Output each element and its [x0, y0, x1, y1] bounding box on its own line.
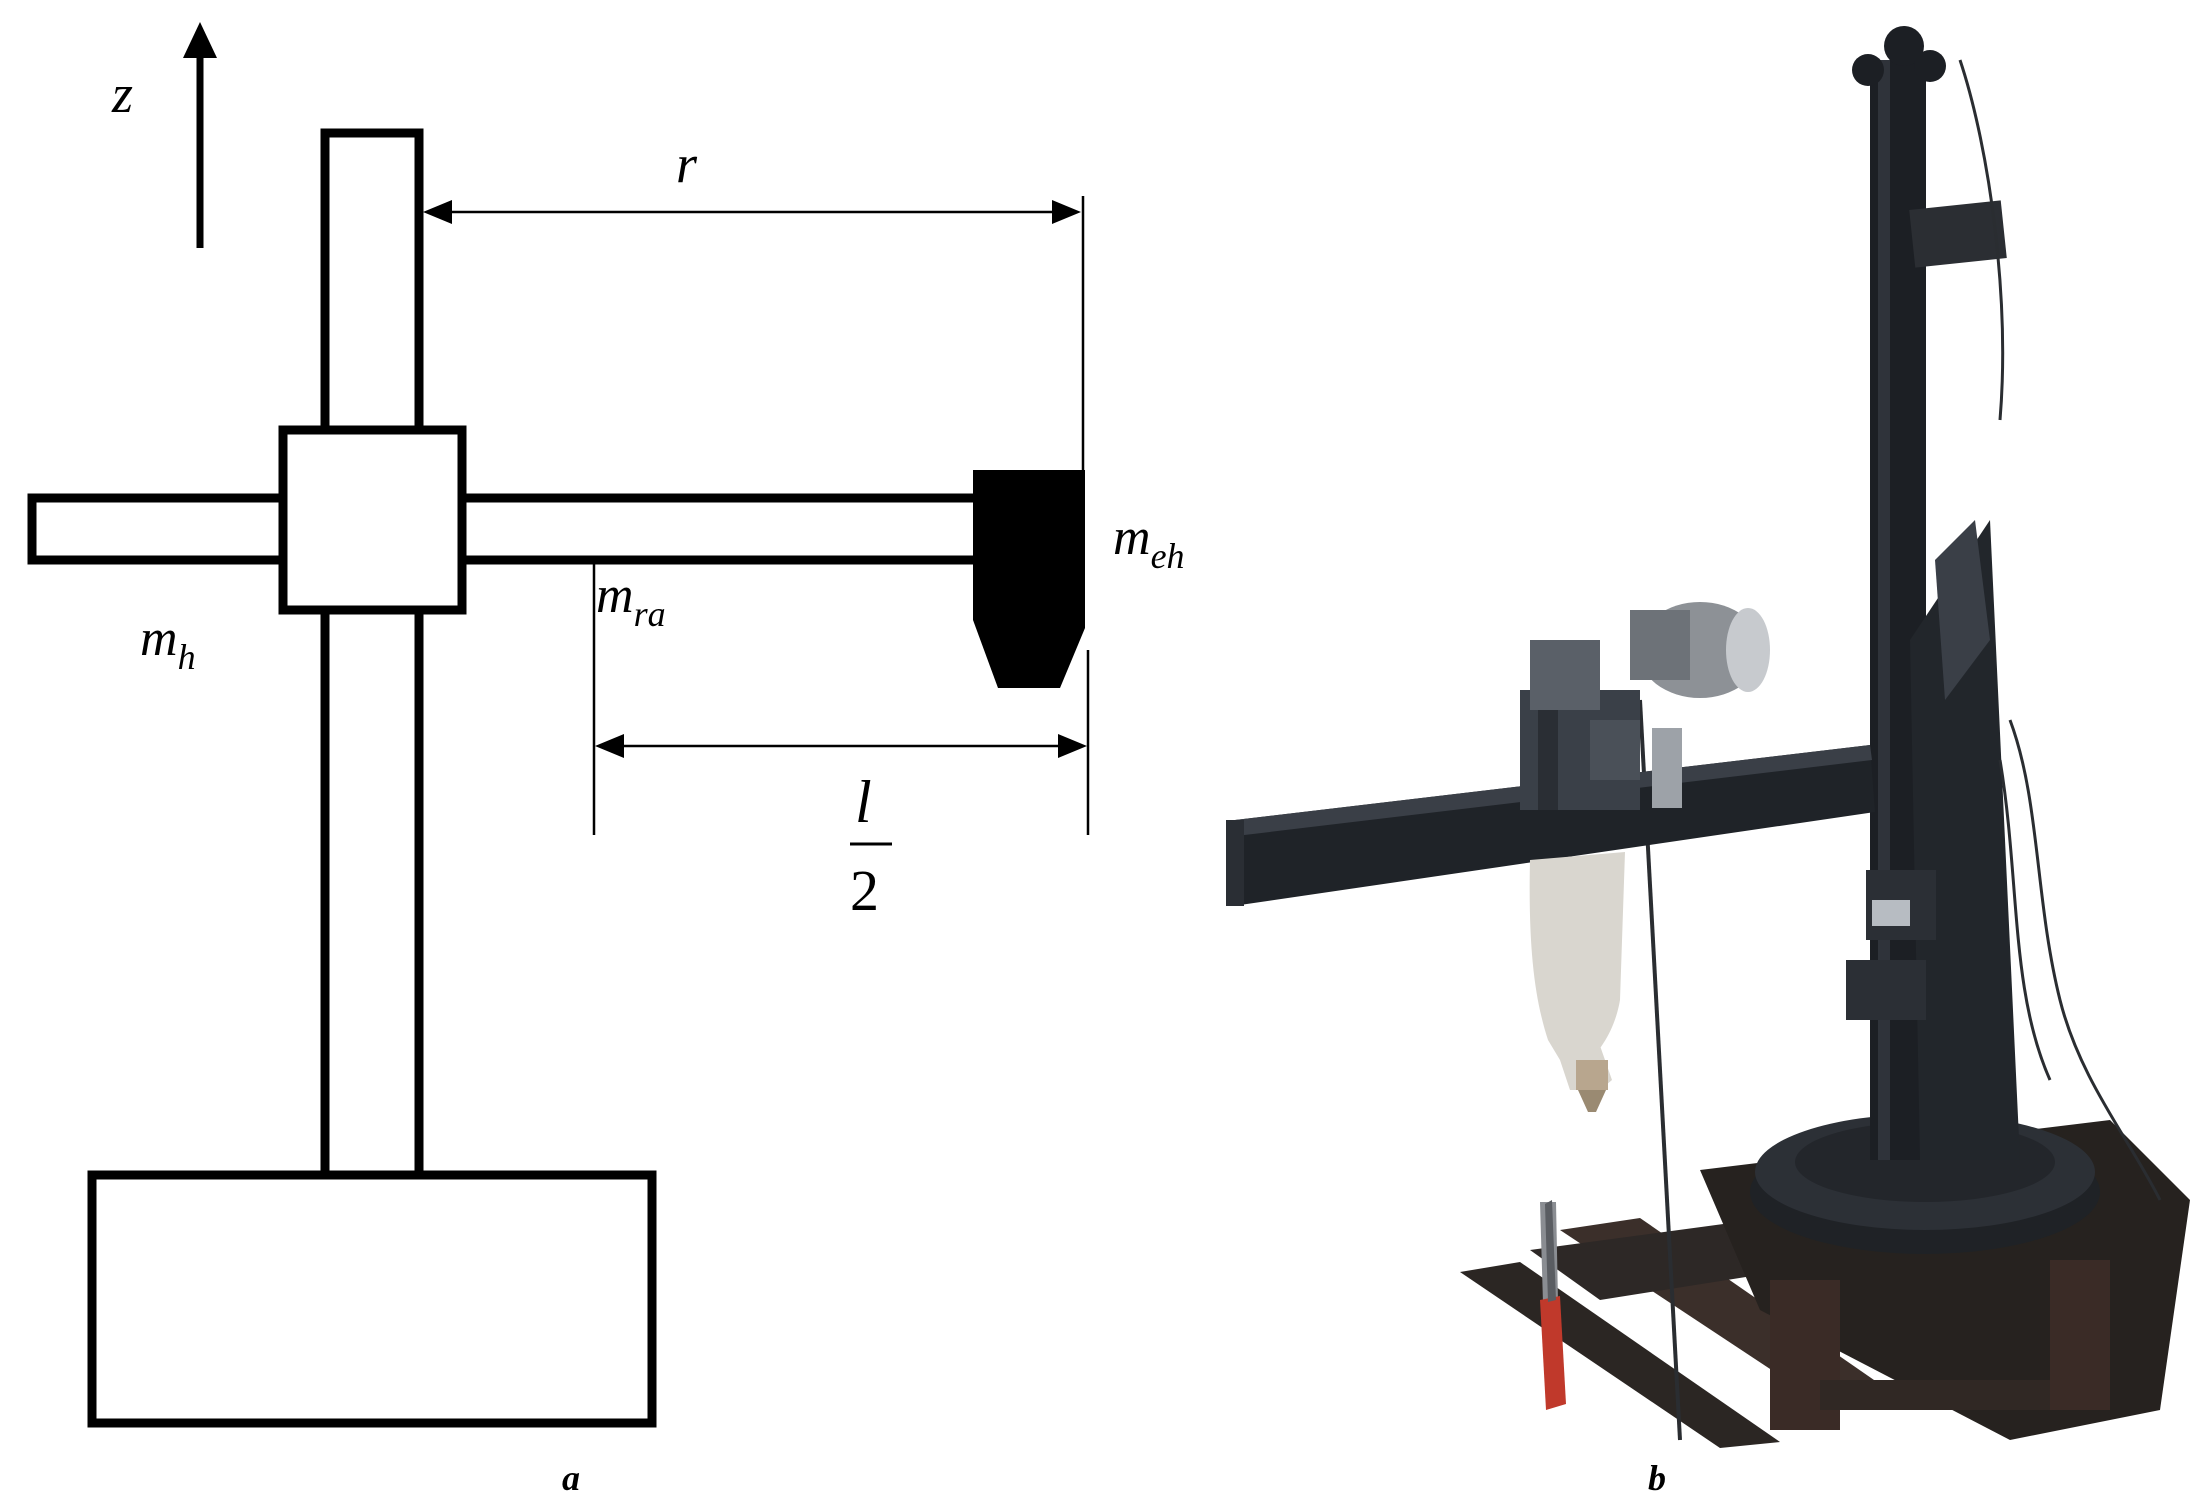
red-clamp [1540, 1200, 1566, 1410]
base-block [87, 1170, 657, 1428]
vertical-column [320, 128, 424, 1183]
r-label: r [676, 134, 698, 194]
end-effector [973, 470, 1085, 688]
m-eh-base: m [1113, 509, 1151, 566]
carriage-hub [278, 425, 467, 615]
top-pulleys [1852, 26, 1946, 86]
motor-assembly [1520, 602, 1770, 810]
z-axis-arrow [183, 22, 217, 248]
m-ra-label: mra [596, 567, 666, 634]
caption-b: b [1648, 1458, 1666, 1498]
m-eh-sub: eh [1151, 536, 1185, 576]
m-eh-label: meh [1113, 509, 1185, 576]
caption-a: a [562, 1458, 580, 1498]
l-half-fraction: l 2 [850, 769, 892, 923]
m-ra-sub: ra [634, 594, 666, 634]
m-h-sub: h [178, 637, 196, 677]
schematic-panel-a: z r mh mra meh [27, 22, 1185, 1498]
m-h-label: mh [140, 610, 196, 677]
fraction-denominator: 2 [850, 858, 879, 923]
m-ra-base: m [596, 567, 634, 624]
m-h-base: m [140, 610, 178, 667]
photo-panel-b: b [1226, 26, 2190, 1498]
top-box [1909, 200, 2007, 268]
horizontal-arm [27, 493, 983, 565]
fraction-numerator: l [855, 769, 872, 835]
l-half-dimension-arrow [595, 734, 1087, 758]
welding-torch [1529, 852, 1625, 1112]
r-dimension-arrow [423, 200, 1081, 224]
z-axis-label: z [111, 64, 133, 124]
